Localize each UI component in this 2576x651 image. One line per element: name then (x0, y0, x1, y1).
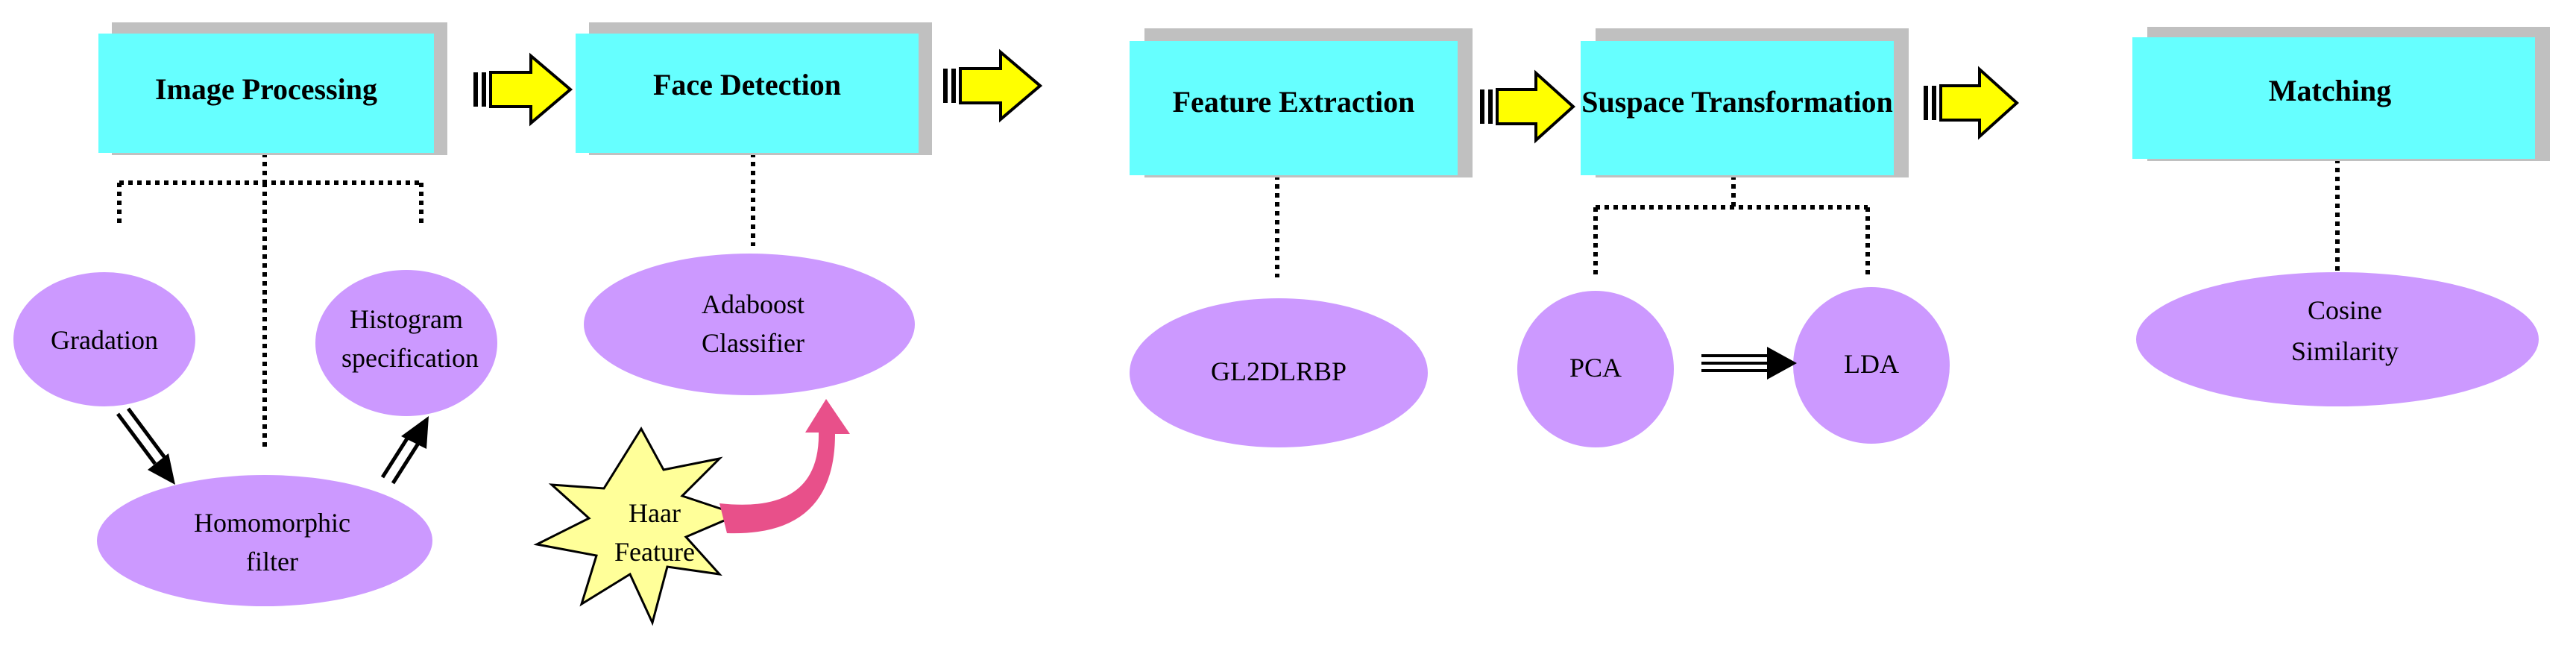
flow-arrow-3 (1480, 69, 1575, 144)
svg-text:LDA: LDA (1844, 349, 1899, 379)
svg-text:Adaboost: Adaboost (702, 289, 804, 319)
node-lda: LDA (1793, 287, 1950, 444)
gradation-to-homomorphic-arrow (116, 407, 175, 485)
svg-text:Feature: Feature (614, 537, 695, 567)
stage-box-suspace-transformation: Suspace Transformation (1581, 28, 1909, 177)
svg-text:Histogram: Histogram (350, 304, 463, 334)
haar-feature-star: Haar Feature (533, 427, 742, 626)
node-gl2dlrbp: GL2DLRBP (1130, 298, 1428, 447)
curved-arrow-icon (719, 399, 850, 534)
homomorphic-to-histogram-arrow (380, 416, 429, 485)
stage-box-matching: Matching (2132, 27, 2550, 161)
svg-text:PCA: PCA (1569, 353, 1622, 383)
svg-text:Similarity: Similarity (2291, 336, 2399, 366)
svg-text:Cosine: Cosine (2308, 295, 2382, 325)
svg-text:specification: specification (341, 343, 479, 373)
stage-box-face-detection: Face Detection (576, 22, 932, 155)
node-pca: PCA (1517, 291, 1674, 447)
connectors (117, 153, 2340, 451)
flow-arrow-2 (943, 48, 1043, 123)
svg-text:Gradation: Gradation (51, 325, 158, 355)
pca-to-lda-arrow (1701, 347, 1797, 380)
node-gradation: Gradation (13, 272, 195, 406)
node-histogram-specification: Histogram specification (315, 270, 497, 416)
svg-text:Homomorphic: Homomorphic (194, 508, 350, 538)
svg-text:Haar: Haar (629, 498, 681, 528)
node-adaboost-classifier: Adaboost Classifier (584, 254, 915, 395)
svg-text:Classifier: Classifier (702, 328, 804, 358)
stage-label: Face Detection (653, 68, 841, 101)
stage-label: Image Processing (155, 72, 377, 106)
svg-text:GL2DLRBP: GL2DLRBP (1211, 356, 1347, 386)
node-cosine-similarity: Cosine Similarity (2136, 272, 2539, 406)
flow-arrow-4 (1924, 66, 2019, 140)
stage-label: Matching (2269, 74, 2391, 107)
stage-box-image-processing: Image Processing (98, 22, 447, 155)
node-homomorphic-filter: Homomorphic filter (97, 475, 432, 606)
stage-label: Suspace Transformation (1581, 85, 1892, 119)
flow-arrow-1 (473, 52, 573, 127)
svg-text:filter: filter (246, 547, 298, 576)
stage-label: Feature Extraction (1173, 85, 1415, 119)
stage-box-feature-extraction: Feature Extraction (1130, 28, 1473, 177)
